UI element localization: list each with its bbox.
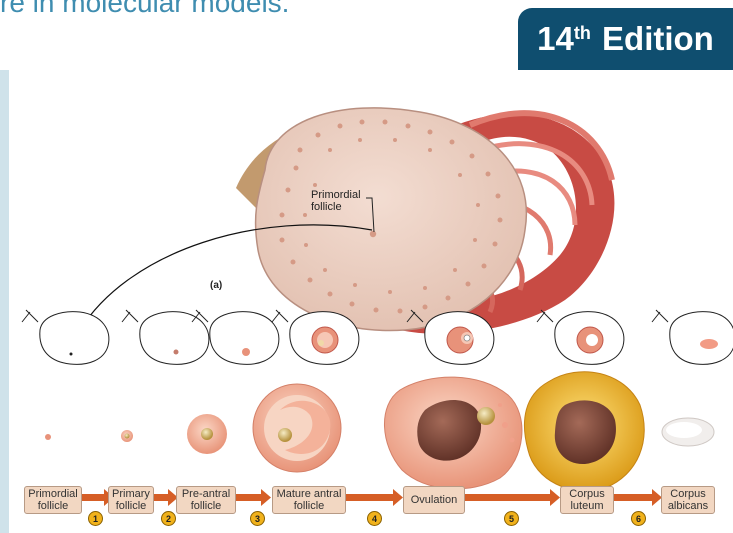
step-badge-6: 6 xyxy=(631,511,646,526)
panel-label: (a) xyxy=(210,280,222,292)
stage-primary-follicle: Primary follicle xyxy=(108,486,154,514)
stage-corpus-albicans: Corpus albicans xyxy=(661,486,715,514)
ovary xyxy=(256,108,527,331)
callout-primordial-follicle: Primordial follicle xyxy=(311,189,371,213)
step-badge-4: 4 xyxy=(367,511,382,526)
stage-pre-antral-follicle: Pre-antral follicle xyxy=(176,486,236,514)
callout-text: Primordial follicle xyxy=(311,189,366,213)
step-badge-1: 1 xyxy=(88,511,103,526)
step-badge-3: 3 xyxy=(250,511,265,526)
step-badge-2: 2 xyxy=(161,511,176,526)
step-badge-5: 5 xyxy=(504,511,519,526)
stage-mature-antral-follicle: Mature antral follicle xyxy=(272,486,346,514)
stage-ovulation: Ovulation xyxy=(403,486,465,514)
stage-primordial-follicle: Primordial follicle xyxy=(24,486,82,514)
stage-corpus-luteum: Corpus luteum xyxy=(560,486,614,514)
stage-illustrations xyxy=(45,372,714,491)
